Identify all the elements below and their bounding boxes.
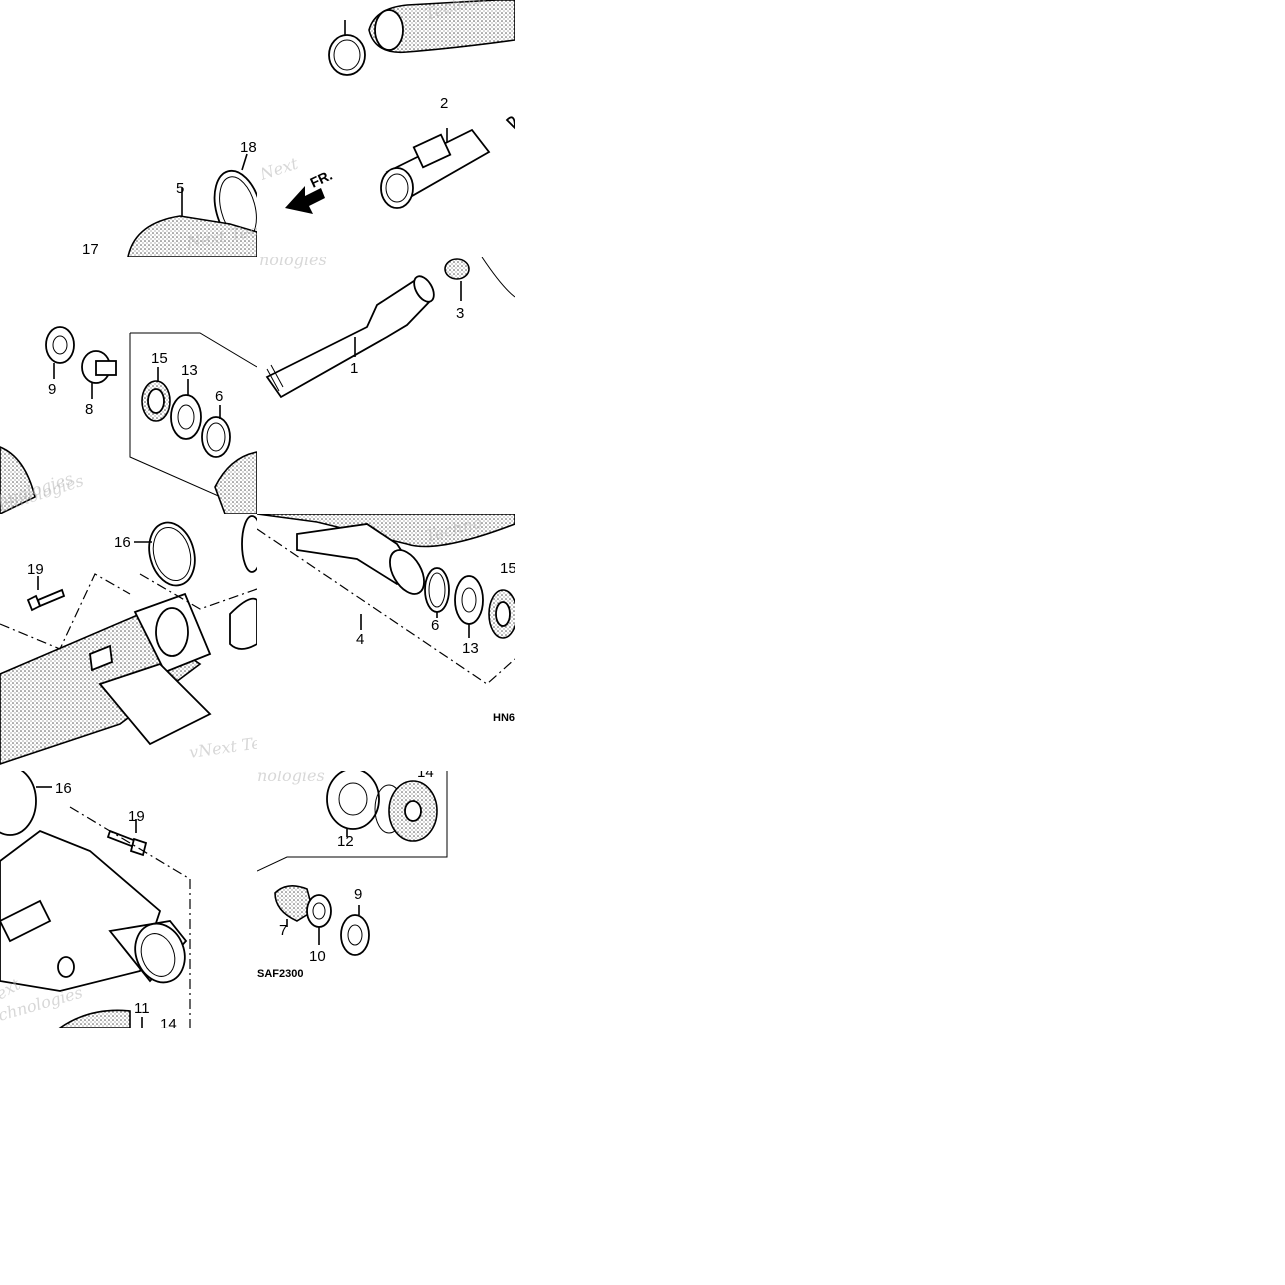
callout-9: 9: [354, 886, 362, 903]
tile-r1c1: FR. 2: [257, 90, 515, 257]
callout-6: 6: [215, 388, 223, 405]
o-ring-16: [0, 771, 37, 836]
boot-partial: [214, 451, 257, 514]
assembly-line: [69, 806, 191, 1028]
callout-13: 13: [462, 640, 479, 657]
boot-top: [368, 0, 515, 54]
callout-5: 5: [176, 180, 184, 197]
callout-13: 13: [181, 362, 198, 379]
callout-2: 2: [440, 95, 448, 112]
drive-shaft-1: [265, 275, 435, 399]
tile-r4c0: 16 19 11 14 chnologies: [0, 771, 257, 1028]
o-ring-16: [134, 521, 196, 587]
watermark-holder: Next: [256, 150, 332, 195]
callout-7: 7: [279, 922, 287, 939]
callout-9: 9: [48, 381, 56, 398]
callout-19: 19: [128, 808, 145, 825]
watermark-text: Next: [262, 154, 301, 185]
assembly-bracket: [257, 771, 448, 872]
watermark-holder: chnologies: [0, 471, 110, 521]
bearing-15: [488, 589, 515, 639]
lock-nut-9: [45, 326, 75, 379]
watermark-text: nologies: [259, 257, 327, 269]
boot-edge: [481, 257, 515, 298]
bearing-13: [170, 379, 202, 440]
propeller-shaft-4: [257, 514, 515, 595]
watermark-text: nologies: [257, 771, 325, 785]
bearing-15: [141, 367, 171, 422]
spring-3: [444, 258, 470, 301]
boot-clamp-top: [328, 20, 366, 76]
callout-17: 17: [82, 241, 99, 257]
nut-9: [340, 905, 370, 956]
callout-15: 15: [151, 350, 168, 367]
tile-r3c0: 16 19 vNext Tec: [0, 514, 257, 771]
assembly-line: [0, 573, 131, 650]
callout-15: 15: [500, 560, 515, 577]
bearing-12: [326, 771, 380, 837]
callout-3: 3: [456, 305, 464, 322]
callout-1: 1: [350, 360, 358, 377]
drawing-code: SAF2300: [257, 968, 303, 980]
bolt-19: [26, 576, 66, 612]
callout-10: 10: [309, 948, 326, 965]
callout-14: 14: [417, 771, 434, 781]
callout-6: 6: [431, 617, 439, 634]
plug-8: [81, 350, 117, 399]
bolt-19: [106, 819, 148, 857]
callout-11: 11: [134, 1000, 150, 1017]
clamp-partial: [0, 446, 36, 514]
callout-19: 19: [27, 561, 44, 578]
watermark-holder: ext: [0, 970, 60, 1015]
swing-arm-housing: [0, 592, 257, 765]
assembly-line: [139, 573, 257, 610]
tile-r1c0-view: 18 5 17 Next Tec: [0, 128, 257, 257]
tile-r4c1: 14 12 7 10 9 SAF2300 nologies: [257, 771, 515, 1028]
tile-r2c1: 1 3 nologies: [257, 257, 515, 514]
bearing-13: [454, 575, 484, 638]
watermark-text: vNext Tec: [188, 732, 257, 762]
tile-r2c0: 15 13 6 9 8 hnologies: [0, 257, 257, 514]
swing-arm-end: [0, 829, 188, 992]
callout-16: 16: [55, 780, 72, 797]
drawing-code: HN6: [493, 712, 515, 724]
ring-edge: [241, 515, 257, 573]
boot-partial: [58, 1009, 131, 1028]
callout-4: 4: [356, 631, 364, 648]
universal-joint-2: [380, 116, 515, 209]
callout-18: 18: [240, 139, 257, 156]
seal-14: [388, 780, 438, 842]
callout-12: 12: [337, 833, 354, 850]
watermark-text: ext: [0, 974, 24, 1003]
washer-10: [306, 894, 332, 945]
watermark-text: chnologies: [0, 476, 86, 516]
callout-14: 14: [160, 1016, 177, 1028]
seal-6: [201, 405, 231, 458]
tile-r3c1: 4 6 13 15 HN6 Techno: [257, 514, 515, 771]
callout-8: 8: [85, 401, 93, 418]
boot-5: [127, 188, 257, 257]
callout-16: 16: [114, 534, 131, 551]
assembly-line: [257, 528, 515, 685]
assembly-bracket: [129, 332, 257, 514]
seal-6: [424, 567, 450, 618]
